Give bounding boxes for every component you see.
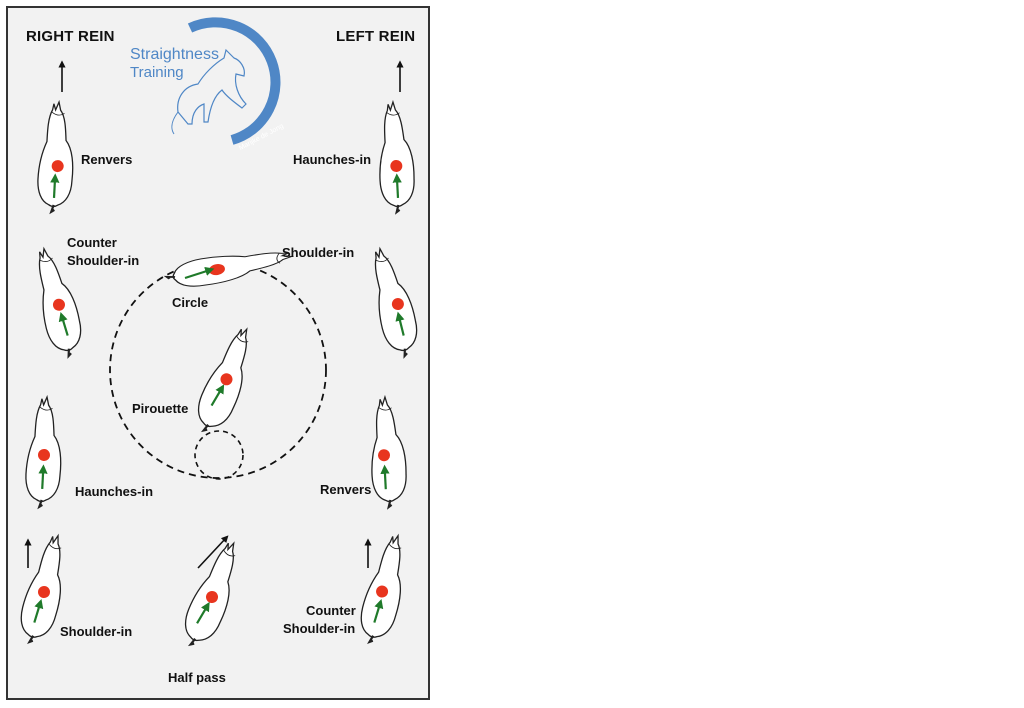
label-renvers-left: Renvers [320, 482, 372, 497]
left-rein-heading: LEFT REIN [336, 28, 416, 45]
horse-counter-shoulder-in-left [353, 530, 416, 648]
horse-shoulder-in-left [362, 243, 425, 361]
label-counter-left-line2: Shoulder-in [283, 621, 356, 636]
right-rein-heading: RIGHT REIN [26, 28, 115, 45]
horse-renvers-left [366, 395, 410, 509]
pirouette-track [194, 430, 244, 480]
horse-pirouette [188, 321, 264, 439]
label-counter-left-line1: Counter [306, 603, 356, 618]
label-pirouette: Pirouette [132, 401, 189, 416]
label-shoulder-in-right: Shoulder-in [60, 624, 133, 639]
label-half-pass: Half pass [168, 670, 226, 685]
half-pass-direction-arrow [197, 535, 229, 569]
horse-haunches-in-left [374, 100, 418, 214]
logo-subtitle: Training [130, 64, 184, 81]
label-renvers-right: Renvers [81, 152, 133, 167]
circle-arrow [184, 267, 215, 280]
label-counter-right-line2: Shoulder-in [67, 253, 140, 268]
label-circle: Circle [172, 295, 209, 310]
label-counter-right-line1: Counter [67, 235, 117, 250]
horse-haunches-in-right [23, 395, 66, 509]
horse-counter-shoulder-in-right [26, 243, 89, 361]
logo-emblem [171, 17, 281, 145]
horse-circle [163, 242, 296, 293]
label-shoulder-in-left: Shoulder-in [282, 245, 355, 260]
logo-title: Straightness [130, 46, 219, 63]
label-haunches-in-right: Haunches-in [75, 484, 154, 499]
label-haunches-in-left: Haunches-in [293, 152, 372, 167]
horse-shoulder-in-right [13, 530, 76, 648]
horse-half-pass [175, 535, 251, 653]
horse-renvers-right [35, 100, 78, 214]
